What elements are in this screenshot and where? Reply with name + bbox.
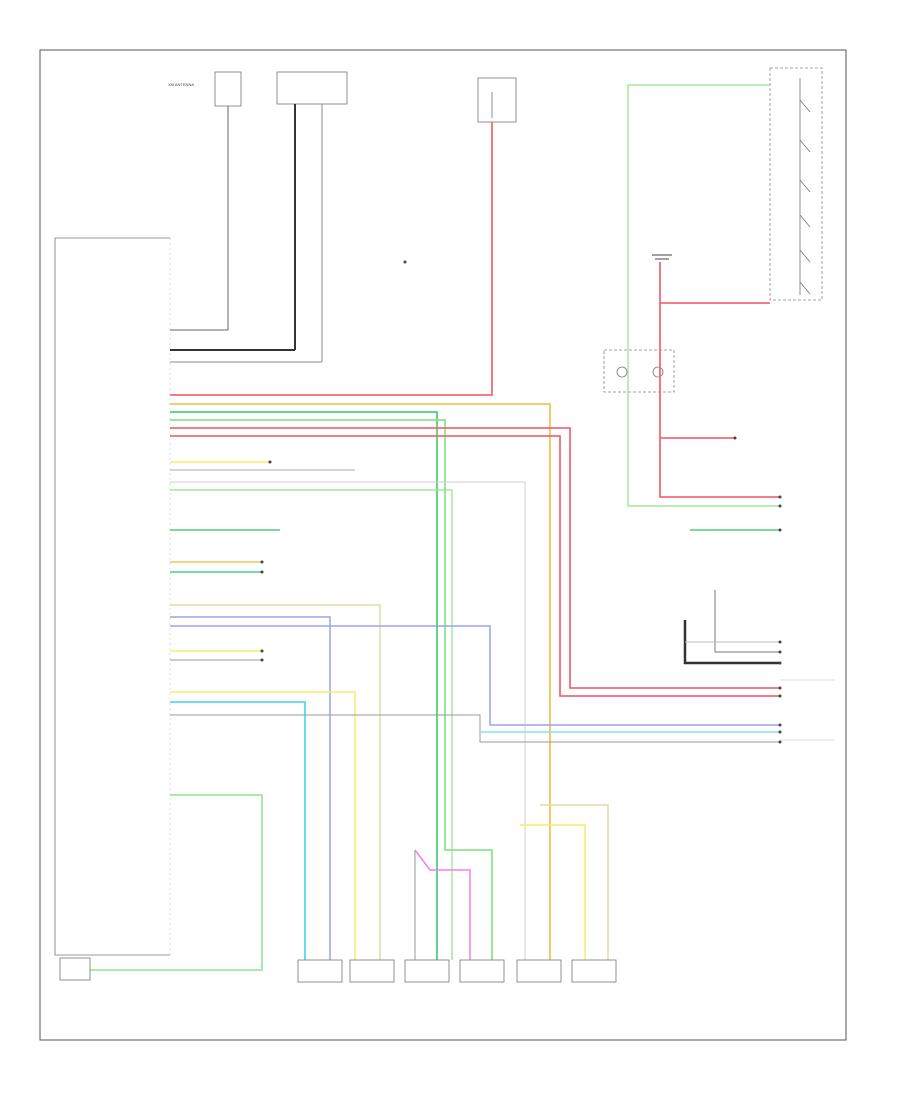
wire-yellow-lft	[520, 824, 586, 960]
ground-block	[59, 957, 91, 981]
wire-amp-antenna-black	[683, 620, 780, 665]
wire-light-green	[170, 419, 493, 960]
wire-red-battery	[170, 122, 493, 396]
steering-wheel-controls	[769, 67, 823, 301]
wire-pink-tweeter	[414, 849, 471, 960]
wire-swc-red-vert	[659, 262, 780, 498]
wire-red-amp-1	[170, 427, 780, 689]
connector-dots	[260, 260, 782, 744]
inflatable-restraint-module	[603, 349, 675, 393]
wire-swc-green	[627, 84, 770, 506]
wire-gray-long	[170, 481, 526, 960]
xm-antenna: XM ANTENNA	[168, 71, 242, 330]
ground-symbol	[652, 254, 672, 260]
right-rear-speaker	[297, 959, 343, 983]
diagram-border	[39, 49, 847, 1041]
radio-antenna	[276, 71, 348, 362]
wire-tan-lft-1	[540, 804, 609, 960]
wire-ground	[90, 794, 263, 971]
left-front-tweeter	[571, 959, 617, 983]
svg-text:XM ANTENNA: XM ANTENNA	[168, 82, 194, 87]
wire-tan-rr	[170, 604, 381, 960]
fuse-block	[477, 77, 517, 123]
right-front-tweeter	[459, 959, 505, 983]
wire-green-data	[170, 489, 453, 960]
wire-yellow-lr	[170, 691, 356, 960]
right-front-door-speaker	[404, 959, 450, 983]
wire-blue-1	[170, 616, 331, 960]
radio	[54, 237, 171, 956]
wire-cyan-rr	[170, 701, 306, 960]
wire-green	[170, 411, 438, 960]
amplifier-connector	[780, 679, 835, 741]
wire-gray-amp	[170, 714, 780, 743]
wire-orange	[170, 403, 551, 960]
wire-amp-antenna-gray	[714, 590, 780, 653]
wire-red-amp-2	[170, 435, 780, 697]
wire-blue-2	[170, 625, 780, 726]
left-front-door-speaker	[516, 959, 562, 983]
left-rear-speaker	[349, 959, 395, 983]
